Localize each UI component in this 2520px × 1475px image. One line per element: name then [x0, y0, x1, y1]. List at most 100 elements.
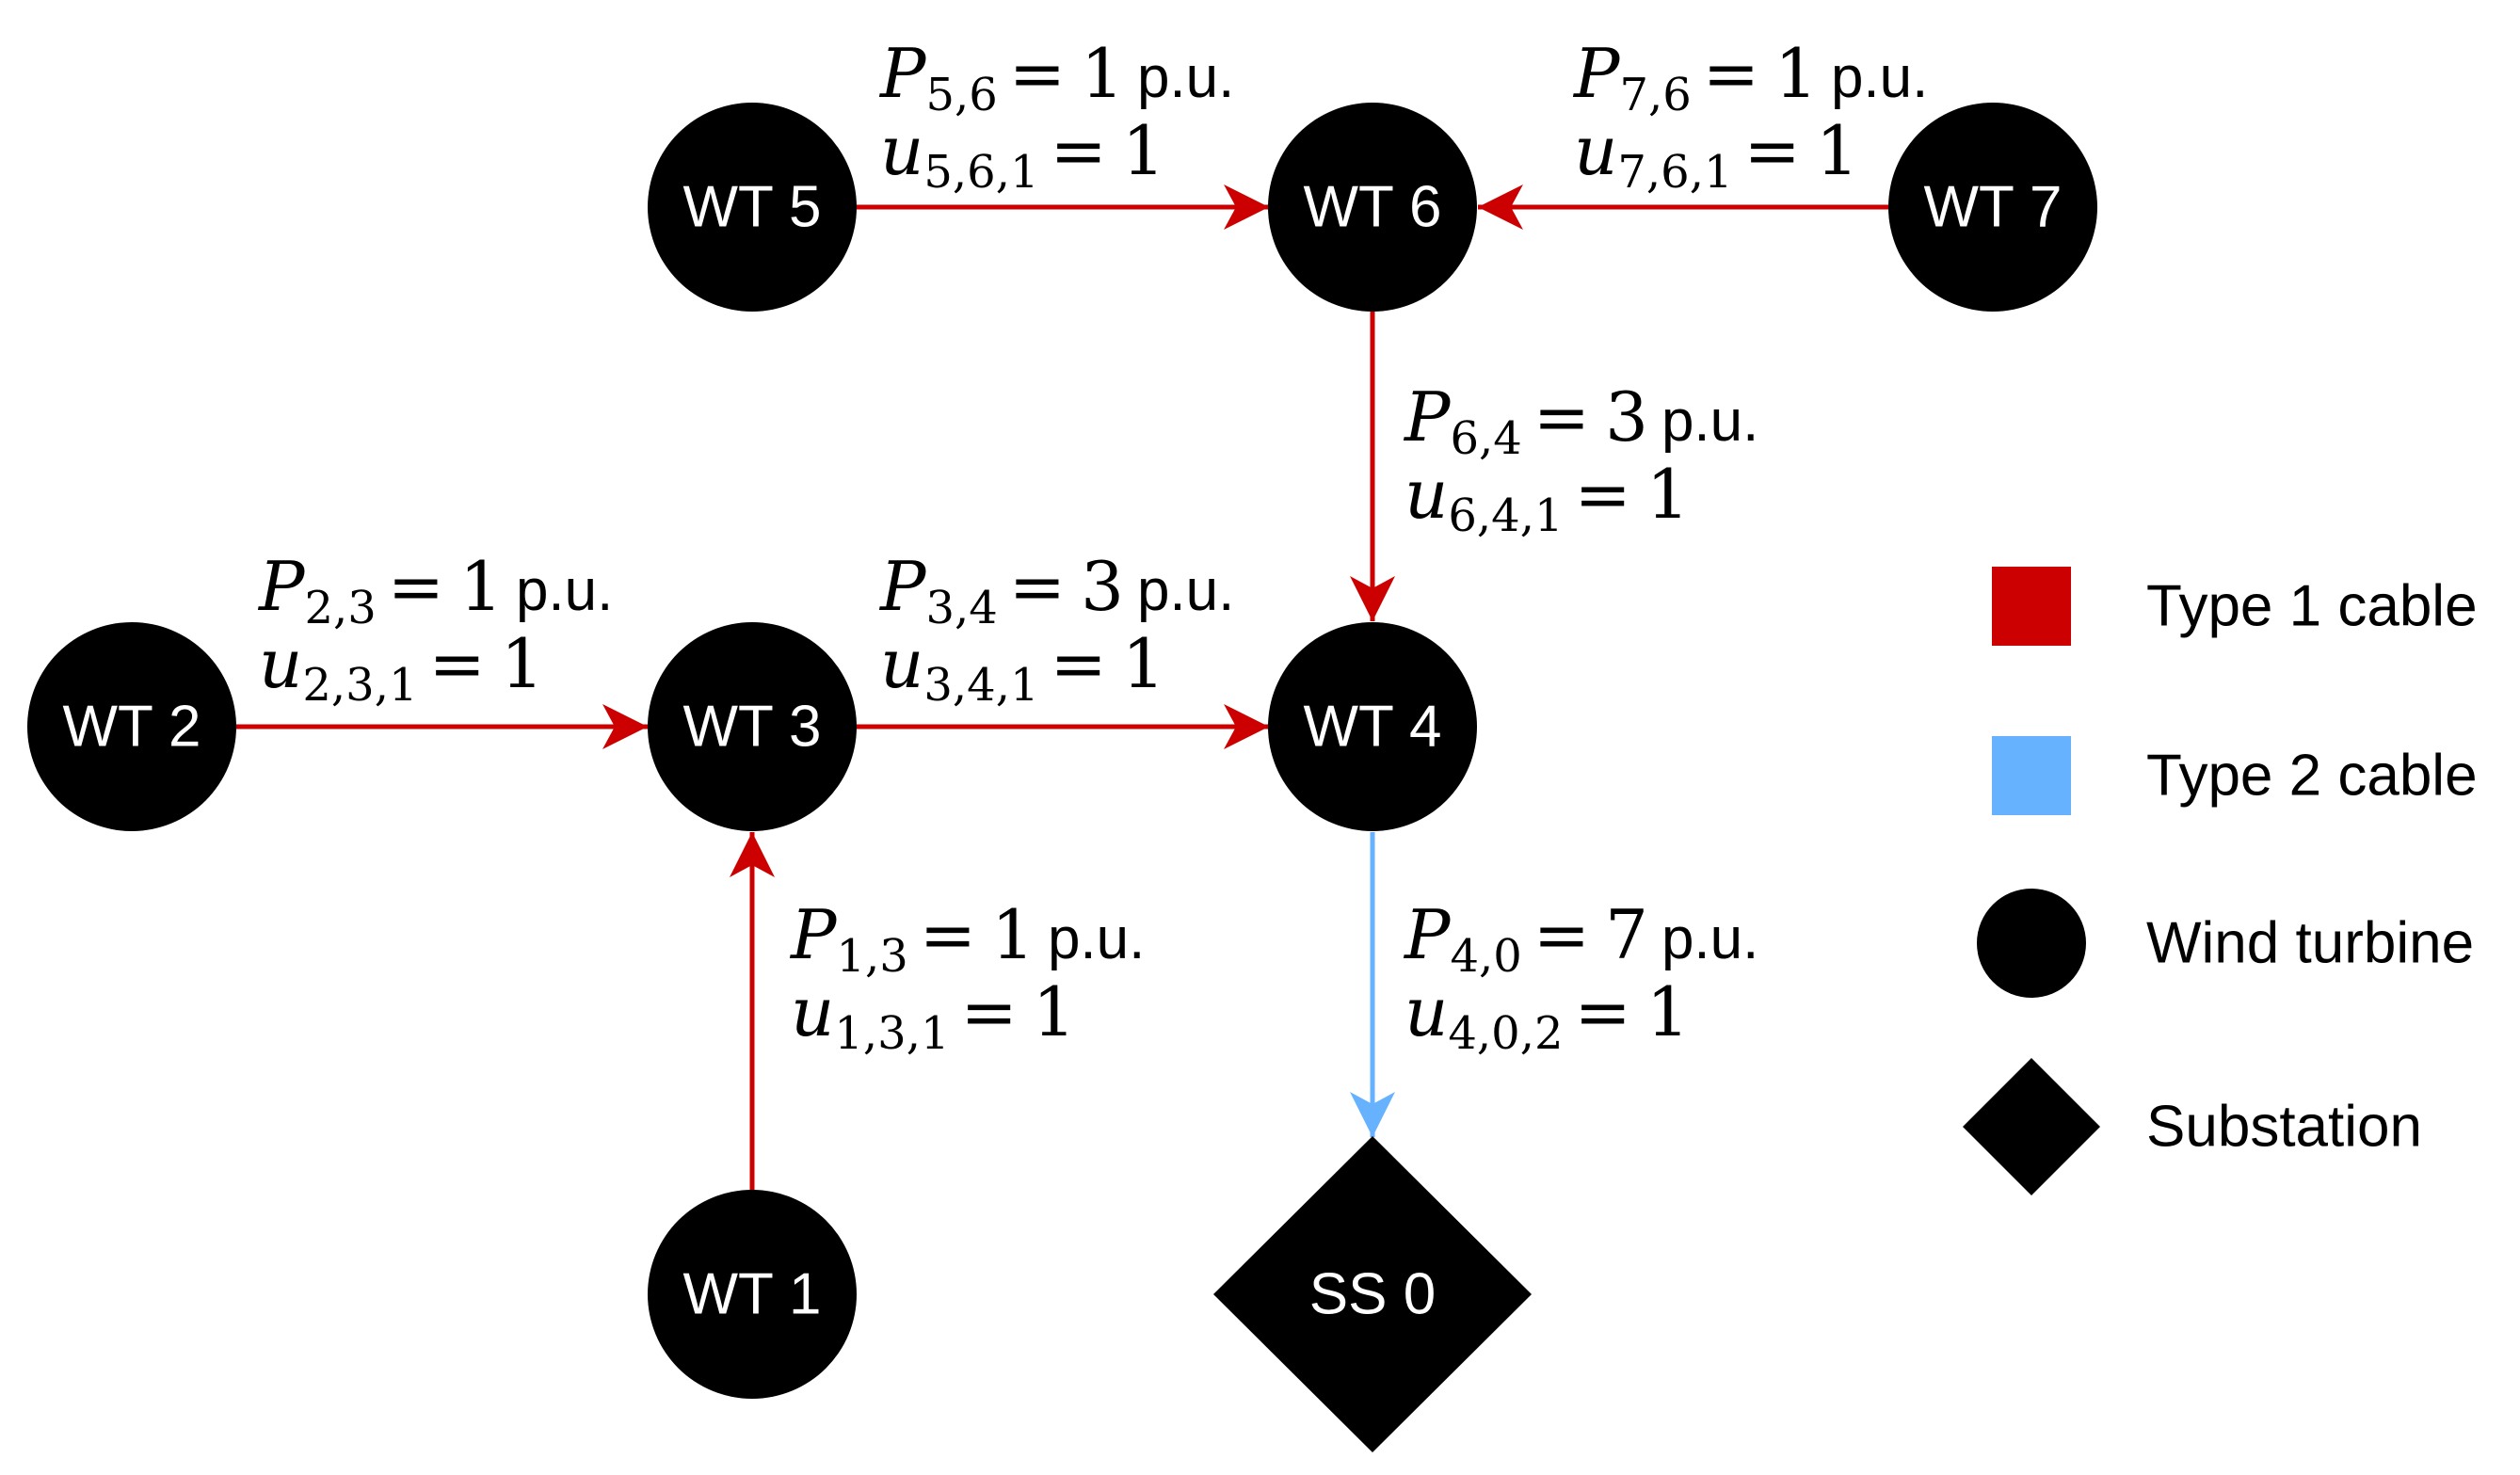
selection-value: 1	[1033, 972, 1076, 1051]
node-label: WT 4	[1304, 695, 1442, 760]
selection-value: 1	[1122, 624, 1165, 703]
wind-turbine-icon	[1268, 103, 1477, 312]
edge-wt5-wt6	[857, 184, 1269, 230]
wind-turbine-icon	[648, 1190, 857, 1399]
substation-legend-icon	[1963, 1058, 2100, 1195]
selection-subscript: 1,3,1	[834, 1007, 949, 1060]
power-symbol: P	[1403, 377, 1452, 457]
selection-value: 1	[1646, 972, 1690, 1051]
edge-wt1-wt3	[730, 832, 775, 1191]
selection-symbol: u	[791, 972, 834, 1051]
wind-turbine-icon	[1888, 103, 2097, 312]
substation-icon	[1213, 1136, 1532, 1452]
node-label: WT 7	[1924, 175, 2063, 240]
wind-turbine-icon	[648, 622, 857, 831]
node-wt7: WT 7	[1888, 103, 2097, 312]
power-value: 7	[1605, 895, 1648, 974]
edge-wt2-wt3	[235, 704, 648, 749]
power-unit: p.u.	[1048, 906, 1145, 971]
selection-value: 1	[1816, 111, 1859, 190]
type2-cable-swatch-icon	[1992, 736, 2071, 815]
selection-subscript: 5,6,1	[923, 146, 1038, 199]
arrowhead	[1478, 184, 1523, 230]
cable-selection-equation: u6,4,1=1	[1404, 455, 1690, 542]
selection-subscript: 7,6,1	[1617, 146, 1732, 199]
selection-subscript: 3,4,1	[923, 659, 1038, 712]
power-symbol: P	[1572, 34, 1621, 113]
cable-selection-equation: u4,0,2=1	[1404, 972, 1690, 1060]
cable-selection-equation: u1,3,1=1	[791, 972, 1076, 1060]
arrowhead	[1350, 1092, 1395, 1137]
power-subscript: 7,6	[1619, 69, 1691, 121]
power-symbol: P	[789, 895, 838, 974]
node-label: WT 6	[1304, 175, 1442, 240]
power-value: 1	[991, 895, 1035, 974]
edge-wt6-wt4	[1350, 311, 1395, 621]
power-subscript: 5,6	[925, 69, 997, 121]
selection-subscript: 2,3,1	[302, 659, 417, 712]
node-label: SS 0	[1309, 1262, 1436, 1327]
legend: Type 1 cable Type 2 cable Wind turbine S…	[1963, 567, 2478, 1195]
arrowhead	[1350, 576, 1395, 621]
power-unit: p.u.	[516, 558, 613, 623]
power-subscript: 3,4	[925, 582, 997, 634]
legend-item-substation: Substation	[1963, 1058, 2422, 1195]
legend-label: Type 2 cable	[2146, 744, 2478, 809]
power-unit: p.u.	[1137, 45, 1234, 110]
node-label: WT 5	[683, 175, 822, 240]
legend-item-wind-turbine: Wind turbine	[1977, 889, 2474, 998]
power-symbol: P	[878, 34, 927, 113]
node-wt1: WT 1	[648, 1190, 857, 1399]
edge-wt4-ss0	[1350, 832, 1395, 1137]
power-value: 1	[459, 547, 503, 626]
node-ss0: SS 0	[1213, 1136, 1532, 1452]
edge-wt3-wt4	[857, 704, 1269, 749]
wind-turbine-legend-icon	[1977, 889, 2086, 998]
selection-symbol: u	[880, 111, 923, 190]
power-value: 3	[1081, 547, 1124, 626]
cable-selection-equation: u7,6,1=1	[1574, 111, 1859, 199]
power-symbol: P	[257, 547, 306, 626]
power-value: 1	[1774, 34, 1818, 113]
legend-label: Wind turbine	[2146, 911, 2474, 976]
power-unit: p.u.	[1831, 45, 1928, 110]
power-unit: p.u.	[1137, 558, 1234, 623]
power-subscript: 2,3	[304, 582, 376, 634]
selection-symbol: u	[1404, 972, 1448, 1051]
power-symbol: P	[878, 547, 927, 626]
node-label: WT 3	[683, 695, 822, 760]
selection-symbol: u	[1404, 455, 1448, 534]
wind-turbine-icon	[27, 622, 236, 831]
node-wt4: WT 4	[1268, 622, 1477, 831]
power-value: 1	[1081, 34, 1124, 113]
node-label: WT 2	[63, 695, 201, 760]
legend-label: Type 1 cable	[2146, 574, 2478, 639]
power-subscript: 4,0	[1450, 930, 1521, 983]
wind-turbine-icon	[648, 103, 857, 312]
power-value: 3	[1605, 377, 1648, 457]
selection-symbol: u	[1574, 111, 1617, 190]
legend-label: Substation	[2146, 1095, 2422, 1160]
selection-value: 1	[501, 624, 544, 703]
power-subscript: 1,3	[836, 930, 907, 983]
selection-subscript: 6,4,1	[1448, 489, 1563, 542]
power-symbol: P	[1403, 895, 1452, 974]
node-wt5: WT 5	[648, 103, 857, 312]
selection-value: 1	[1122, 111, 1165, 190]
selection-symbol: u	[259, 624, 302, 703]
arrowhead	[602, 704, 648, 749]
node-wt2: WT 2	[27, 622, 236, 831]
